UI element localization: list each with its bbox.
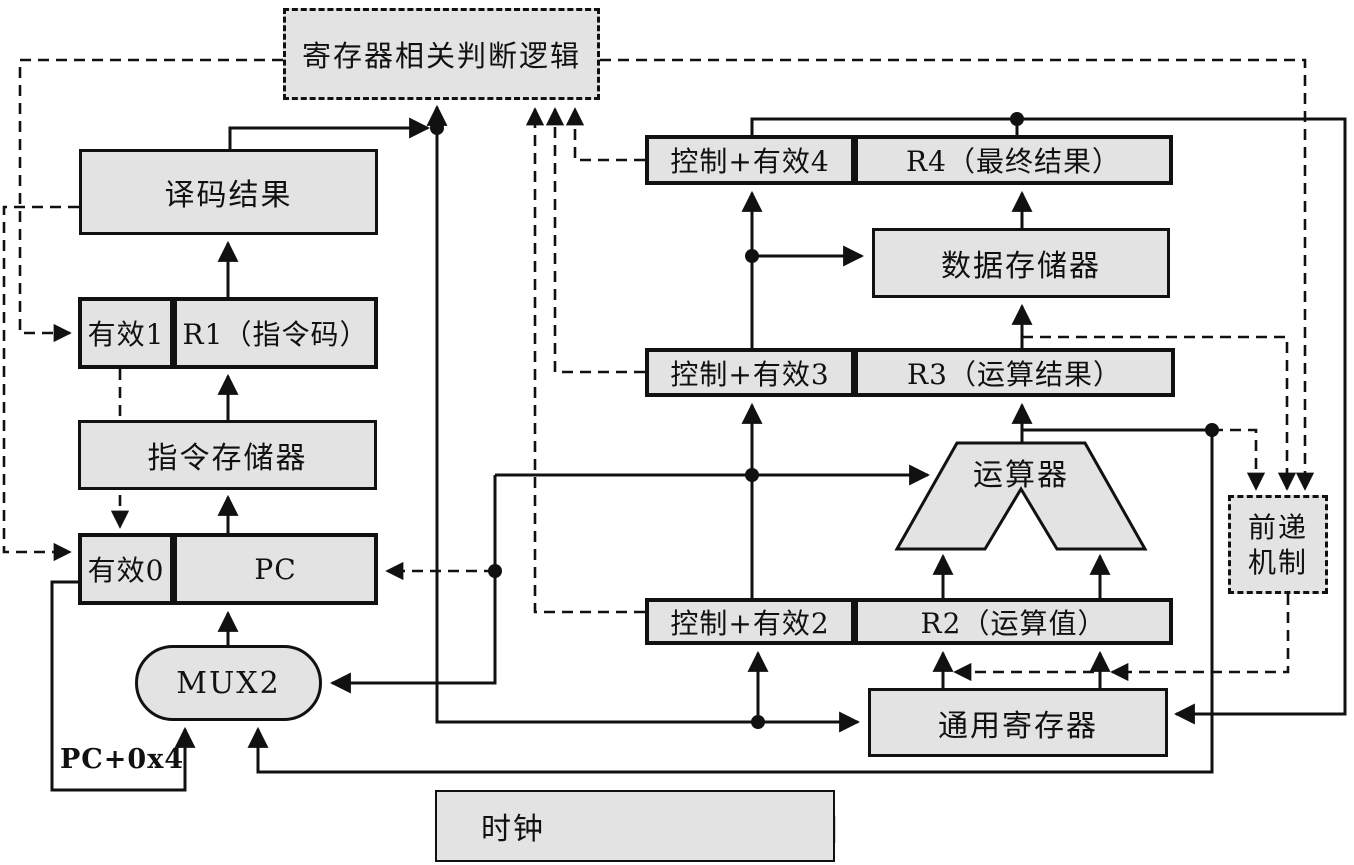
valid0-cell: 有效0 [78, 533, 174, 605]
decode-result-box: 译码结果 [79, 149, 378, 235]
ctrl-valid3-cell: 控制+有效3 [645, 348, 855, 397]
clock-box: 时钟 [435, 790, 835, 862]
junction-dot [745, 468, 759, 482]
forwarding-label-line2: 机制 [1247, 545, 1308, 579]
junction-dot [751, 715, 765, 729]
pc-label: PC [254, 552, 297, 586]
wire-r2ctrl-to-hazard [525, 107, 645, 614]
decode-result-label: 译码结果 [164, 178, 293, 213]
r4-label: R4（最终结果） [906, 145, 1121, 178]
r1-register: 有效1 R1（指令码） [78, 297, 378, 369]
wire-decode-to-valid0 [2, 205, 79, 562]
r4-cell: R4（最终结果） [854, 135, 1173, 185]
junction-dot [430, 121, 444, 135]
data-memory-label: 数据存储器 [941, 249, 1101, 284]
ctrl-valid4-cell: 控制+有效4 [645, 135, 855, 185]
r1-label: R1（指令码） [182, 318, 369, 351]
r1-cell: R1（指令码） [173, 297, 378, 369]
forwarding-label-line1: 前递 [1247, 510, 1308, 544]
instruction-memory-label: 指令存储器 [147, 441, 308, 476]
pc-register: 有效0 PC [78, 533, 378, 605]
wire-r4ctrl-to-hazard [565, 107, 645, 162]
ctrl-valid3-label: 控制+有效3 [670, 357, 830, 391]
r3-label: R3（运算结果） [907, 357, 1122, 391]
clock-label: 时钟 [481, 812, 545, 847]
wire-r3ctrl-to-hazard [545, 107, 645, 374]
r3-register: 控制+有效3 R3（运算结果） [645, 348, 1175, 397]
junction-dot [1205, 423, 1219, 437]
junction-dot [488, 564, 502, 578]
valid1-label: 有效1 [87, 318, 165, 351]
wire-aluout-to-forwarding [1212, 428, 1266, 491]
wire-decode-up [228, 117, 431, 149]
pc-cell: PC [173, 533, 378, 605]
r3-cell: R3（运算结果） [854, 348, 1175, 397]
valid0-label: 有效0 [87, 554, 165, 587]
r4-register: 控制+有效4 R4（最终结果） [645, 135, 1173, 185]
mux2-label: MUX2 [176, 665, 281, 701]
r2-register: 控制+有效2 R2（运算值） [645, 598, 1173, 645]
alu-label: 运算器 [973, 458, 1069, 493]
junction-dot [1010, 112, 1024, 126]
instruction-memory-box: 指令存储器 [78, 420, 377, 490]
register-file-box: 通用寄存器 [868, 688, 1168, 757]
ctrl-valid4-label: 控制+有效4 [670, 145, 830, 178]
r2-label: R2（运算值） [920, 606, 1107, 640]
hazard-logic-label: 寄存器相关判断逻辑 [301, 39, 581, 73]
ctrl-valid2-label: 控制+有效2 [670, 606, 830, 640]
hazard-logic-box: 寄存器相关判断逻辑 [283, 8, 600, 100]
register-file-label: 通用寄存器 [938, 708, 1098, 744]
junction-dot [745, 249, 759, 263]
data-memory-box: 数据存储器 [872, 228, 1170, 298]
ctrl-valid2-cell: 控制+有效2 [645, 598, 855, 645]
pc-plus-4-label: PC+0x4 [60, 744, 185, 775]
r2-cell: R2（运算值） [854, 598, 1173, 645]
mux2-box: MUX2 [135, 645, 322, 721]
valid1-cell: 有效1 [78, 297, 174, 369]
forwarding-box: 前递 机制 [1228, 495, 1328, 594]
